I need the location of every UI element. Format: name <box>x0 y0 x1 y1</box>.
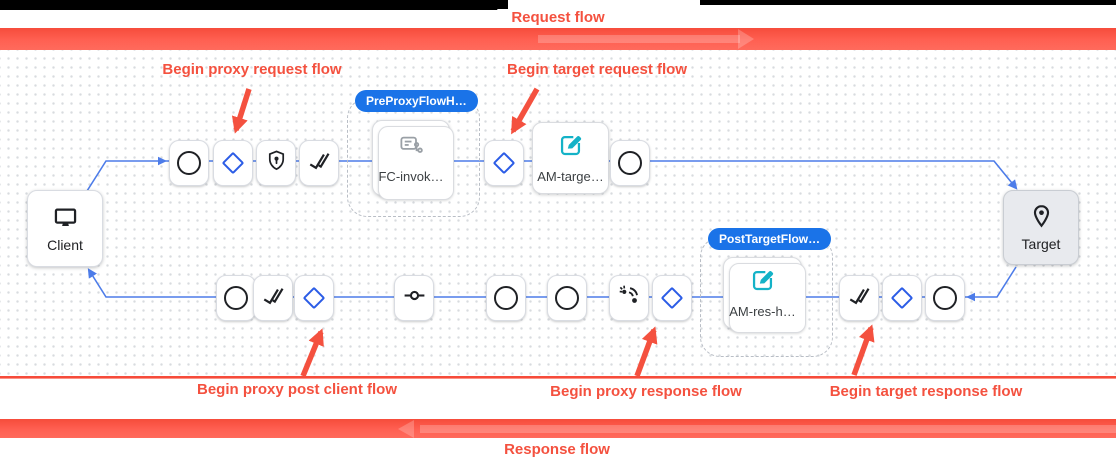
location-pin-icon <box>1028 203 1055 233</box>
flow-callout-policy-label: FC-invok… <box>378 169 444 184</box>
response-step-done-all-1[interactable] <box>253 275 293 321</box>
response-step-circle-1[interactable] <box>216 275 256 321</box>
circle-step-icon <box>177 151 201 175</box>
request-step-security[interactable] <box>256 140 296 186</box>
commit-icon <box>402 283 427 313</box>
request-step-done-all[interactable] <box>299 140 339 186</box>
done-all-icon <box>847 283 872 313</box>
response-arrow-shaft <box>420 424 1116 433</box>
target-label: Target <box>1021 236 1061 252</box>
assign-message-response-label: AM-res-h… <box>729 304 796 319</box>
top-edge-bar-right <box>700 0 1116 5</box>
edit-square-icon <box>749 267 776 299</box>
done-all-icon <box>307 148 332 178</box>
circle-step-icon <box>224 286 248 310</box>
begin-proxy-post-client-step[interactable] <box>294 275 334 321</box>
response-step-sensors[interactable] <box>609 275 649 321</box>
annotation-begin-proxy-response: Begin proxy response flow <box>550 383 742 400</box>
post-target-flowhook-badge[interactable]: PostTargetFlow… <box>708 228 832 250</box>
response-flow-title: Response flow <box>490 441 624 458</box>
top-edge-bar-left <box>0 0 508 10</box>
circle-step-icon <box>618 151 642 175</box>
shield-key-icon <box>265 149 288 177</box>
response-step-circle-3[interactable] <box>547 275 587 321</box>
client-label: Client <box>47 237 83 253</box>
assign-message-target-policy-card[interactable]: AM-targe… <box>532 122 609 194</box>
client-node[interactable]: Client <box>27 190 103 267</box>
circle-step-icon <box>933 286 957 310</box>
response-step-circle-2[interactable] <box>486 275 526 321</box>
response-arrow-head <box>398 419 414 438</box>
request-flow-title: Request flow <box>497 9 619 26</box>
request-flow-bar <box>0 28 1116 50</box>
request-arrow-shaft <box>538 35 740 43</box>
flow-canvas <box>0 50 1116 377</box>
circle-step-icon <box>555 286 579 310</box>
response-flow-bar <box>0 419 1116 438</box>
begin-proxy-response-step[interactable] <box>652 275 692 321</box>
assign-message-response-policy-card[interactable]: AM-res-h… <box>723 257 806 333</box>
flow-callout-icon <box>398 132 425 164</box>
assign-message-target-label: AM-targe… <box>537 169 604 184</box>
request-step-circle-1[interactable] <box>169 140 209 186</box>
annotation-begin-proxy-request: Begin proxy request flow <box>162 61 342 78</box>
response-step-route[interactable] <box>394 275 434 321</box>
request-arrow-head <box>738 29 754 49</box>
annotation-begin-target-response: Begin target response flow <box>829 383 1023 400</box>
sensors-icon <box>617 283 642 313</box>
edit-square-icon <box>557 132 584 164</box>
done-all-icon <box>261 283 286 313</box>
begin-target-response-step[interactable] <box>882 275 922 321</box>
pre-proxy-flowhook-badge[interactable]: PreProxyFlowH… <box>355 90 478 112</box>
monitor-icon <box>52 204 79 234</box>
target-node[interactable]: Target <box>1003 190 1079 265</box>
begin-proxy-request-step[interactable] <box>213 140 253 186</box>
circle-step-icon <box>494 286 518 310</box>
begin-target-request-step[interactable] <box>484 140 524 186</box>
flow-callout-policy-card[interactable]: FC-invok… <box>372 120 454 200</box>
response-step-circle-4[interactable] <box>925 275 965 321</box>
request-step-circle-2[interactable] <box>610 140 650 186</box>
annotation-begin-proxy-post-client: Begin proxy post client flow <box>196 381 398 398</box>
response-step-done-all-2[interactable] <box>839 275 879 321</box>
annotation-begin-target-request: Begin target request flow <box>506 61 688 78</box>
